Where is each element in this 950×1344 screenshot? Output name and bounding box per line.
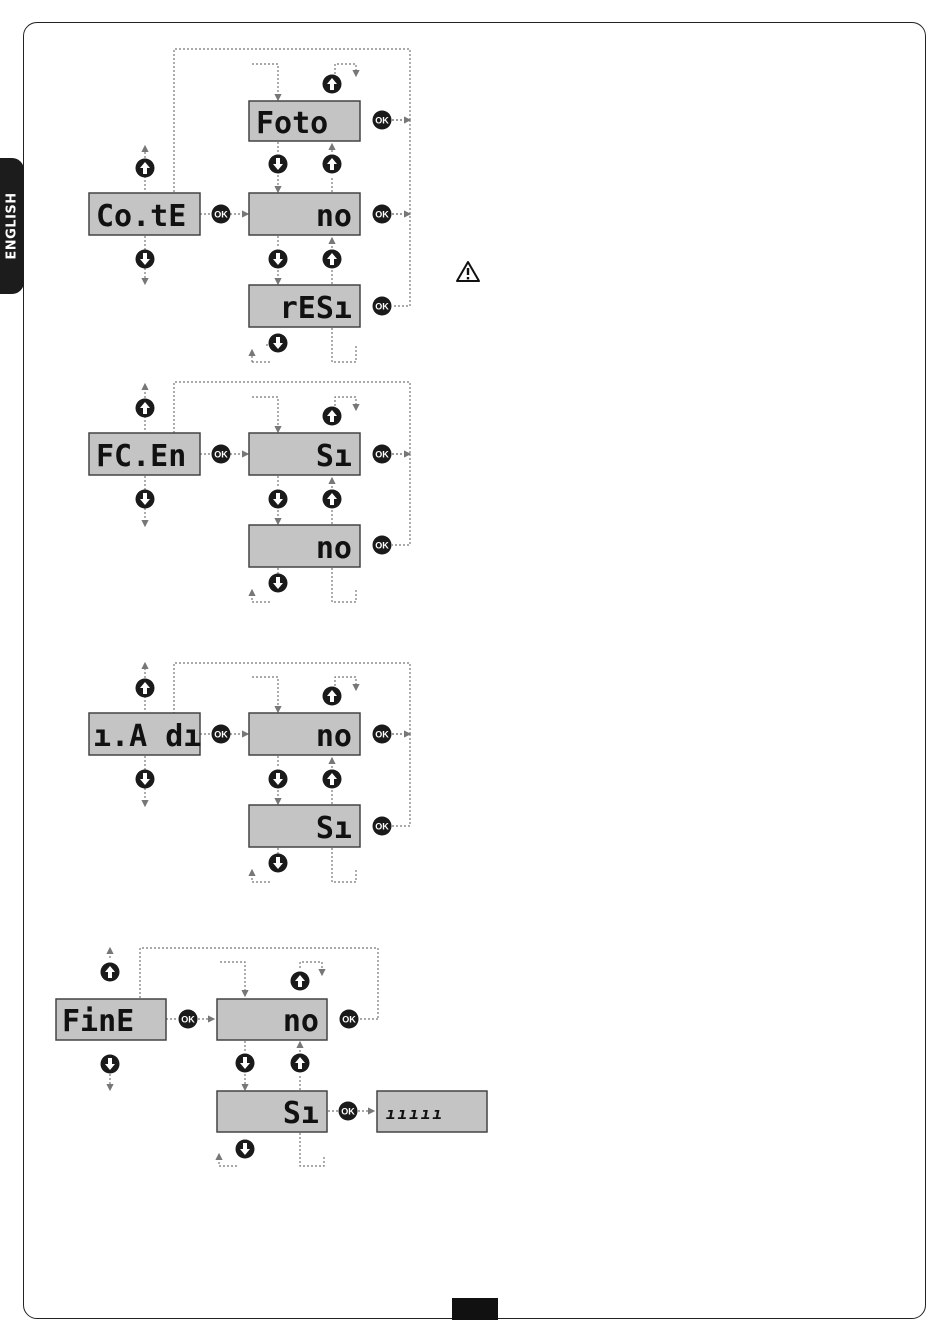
lcd-main-text: ı.A dı <box>93 719 201 754</box>
arrow-up-icon[interactable] <box>136 679 155 698</box>
arrow-down-icon[interactable] <box>269 770 288 789</box>
arrow-up-icon[interactable] <box>323 687 342 706</box>
lcd-option-text: Foto <box>256 106 328 141</box>
arrow-down-icon[interactable] <box>236 1054 255 1073</box>
arrow-up-icon[interactable] <box>323 155 342 174</box>
ok-button[interactable]: OK <box>179 1010 198 1029</box>
arrow-up-icon[interactable] <box>323 770 342 789</box>
ok-button[interactable]: OK <box>373 817 392 836</box>
ok-label: OK <box>375 116 389 126</box>
lcd-option-text: no <box>316 199 352 234</box>
ok-button[interactable]: OK <box>340 1010 359 1029</box>
arrow-up-icon[interactable] <box>101 963 120 982</box>
lcd-main-text: Co.tE <box>96 199 186 234</box>
arrow-down-icon[interactable] <box>136 250 155 269</box>
lcd-result-text: ııııı <box>386 1104 444 1123</box>
arrow-down-icon[interactable] <box>269 250 288 269</box>
lcd-option-text: Sı <box>316 811 352 846</box>
ok-label: OK <box>181 1015 195 1025</box>
ok-label: OK <box>375 302 389 312</box>
arrow-down-icon[interactable] <box>136 770 155 789</box>
lcd-option-text: no <box>283 1004 319 1039</box>
lcd-main-text: FC.En <box>96 439 186 474</box>
ok-label: OK <box>342 1015 356 1025</box>
arrow-down-icon[interactable] <box>269 334 288 353</box>
ok-label: OK <box>214 730 228 740</box>
ok-label: OK <box>375 822 389 832</box>
ok-button[interactable]: OK <box>373 297 392 316</box>
lcd-option-text: Sı <box>283 1096 319 1131</box>
arrow-down-icon[interactable] <box>236 1140 255 1159</box>
lcd-option-text: Sı <box>316 439 352 474</box>
ok-button[interactable]: OK <box>373 111 392 130</box>
arrow-up-icon[interactable] <box>291 972 310 991</box>
menu-4: FinE no Sı ııııı <box>56 999 487 1132</box>
ok-label: OK <box>214 450 228 460</box>
arrow-up-icon[interactable] <box>136 159 155 178</box>
arrow-up-icon[interactable] <box>323 250 342 269</box>
ok-label: OK <box>375 450 389 460</box>
ok-button[interactable]: OK <box>212 445 231 464</box>
arrow-down-icon[interactable] <box>269 155 288 174</box>
arrow-up-icon[interactable] <box>323 407 342 426</box>
ok-button[interactable]: OK <box>373 536 392 555</box>
ok-label: OK <box>375 210 389 220</box>
warning-triangle-icon <box>457 262 479 281</box>
lcd-main-text: FinE <box>62 1004 134 1039</box>
lcd-option-text: no <box>316 531 352 566</box>
ok-label: OK <box>341 1107 355 1117</box>
arrow-down-icon[interactable] <box>269 854 288 873</box>
ok-label: OK <box>375 541 389 551</box>
ok-button[interactable]: OK <box>373 445 392 464</box>
lcd-option-text: rESı <box>280 291 352 326</box>
arrow-down-icon[interactable] <box>136 490 155 509</box>
arrow-up-icon[interactable] <box>291 1054 310 1073</box>
ok-button[interactable]: OK <box>212 725 231 744</box>
nav-buttons <box>101 75 342 1159</box>
ok-button[interactable]: OK <box>212 205 231 224</box>
arrow-down-icon[interactable] <box>269 574 288 593</box>
arrow-down-icon[interactable] <box>101 1055 120 1074</box>
ok-button[interactable]: OK <box>339 1102 358 1121</box>
ok-button[interactable]: OK <box>373 205 392 224</box>
arrow-up-icon[interactable] <box>323 75 342 94</box>
ok-label: OK <box>375 730 389 740</box>
arrow-up-icon[interactable] <box>323 490 342 509</box>
lcd-option-text: no <box>316 719 352 754</box>
arrow-up-icon[interactable] <box>136 399 155 418</box>
ok-button[interactable]: OK <box>373 725 392 744</box>
arrow-down-icon[interactable] <box>269 490 288 509</box>
ok-label: OK <box>214 210 228 220</box>
